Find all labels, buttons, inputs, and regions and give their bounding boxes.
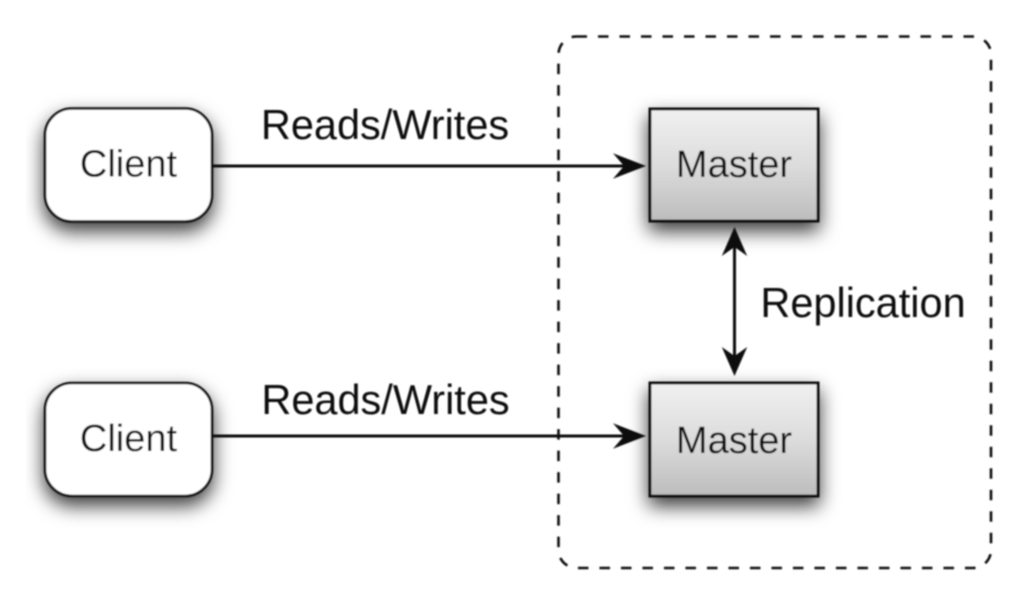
svg-text:Replication: Replication <box>760 279 965 326</box>
svg-text:Master: Master <box>676 420 792 462</box>
svg-text:Reads/Writes: Reads/Writes <box>261 101 509 148</box>
svg-text:Master: Master <box>676 144 792 186</box>
svg-text:Client: Client <box>80 418 178 460</box>
svg-text:Reads/Writes: Reads/Writes <box>261 376 509 423</box>
svg-text:Client: Client <box>80 144 178 186</box>
